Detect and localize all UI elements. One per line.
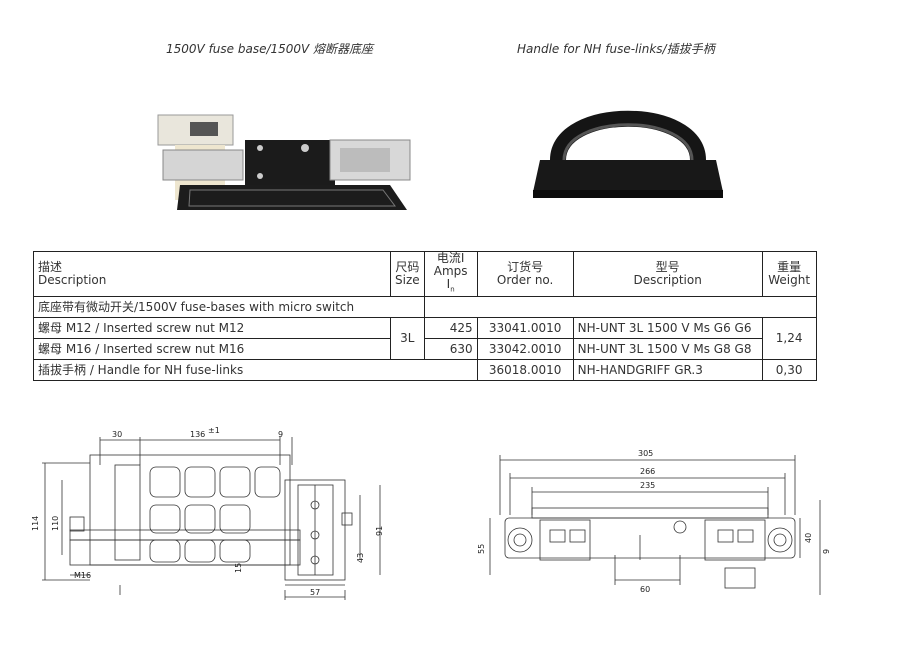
header-amps-en: Amps In [429, 265, 473, 296]
handle-type: NH-HANDGRIFF GR.3 [572, 359, 763, 382]
header-order: 订货号 Order no. [476, 250, 574, 298]
dim-m16: M16 [74, 571, 91, 580]
dim-30: 30 [112, 430, 122, 439]
dim-305: 305 [638, 449, 653, 458]
header-weight-en: Weight [768, 273, 811, 288]
row-type: NH-UNT 3L 1500 V Ms G6 G6 [572, 317, 763, 340]
handle-desc: 插拔手柄 / Handle for NH fuse-links [33, 359, 478, 382]
handle-weight: 0,30 [761, 359, 817, 382]
fuse-base-photo [157, 114, 411, 210]
dim-91: 91 [375, 526, 384, 536]
row-desc: 螺母 M16 / Inserted screw nut M16 [33, 338, 391, 361]
dim-tol: ±1 [208, 426, 220, 435]
header-order-en: Order no. [496, 273, 554, 288]
header-size-cn: 尺码 [395, 260, 420, 275]
section-empty [423, 296, 817, 319]
table-header-row: 描述 Description 尺码 Size 电流I Amps In 订货号 O… [33, 250, 817, 298]
dim-40: 40 [804, 533, 813, 543]
handle-drawing: 305 266 235 55 60 40 9 [477, 449, 831, 595]
table-row-handle: 插拔手柄 / Handle for NH fuse-links 36018.00… [33, 359, 817, 382]
table-row: 螺母 M12 / Inserted screw nut M12 3L 425 3… [33, 317, 817, 361]
header-amps-en-text: Amps I [433, 264, 468, 291]
header-type-en: Description [633, 273, 702, 288]
dim-235: 235 [640, 481, 655, 490]
dim-55: 55 [477, 544, 486, 554]
size-cell: 3L [390, 317, 425, 361]
fuse-base-drawing: 30 136 ±1 9 114 110 M16 15 43 91 57 [31, 426, 384, 600]
handle-photo [533, 110, 723, 198]
dim-9-right: 9 [822, 549, 831, 554]
header-order-cn: 订货号 [507, 260, 544, 275]
handle-order: 36018.0010 [476, 359, 574, 382]
row-type: NH-UNT 3L 1500 V Ms G8 G8 [572, 338, 763, 361]
table-row: 螺母 M16 / Inserted screw nut M16 630 3304… [33, 338, 817, 361]
row-desc: 螺母 M12 / Inserted screw nut M12 [33, 317, 391, 340]
dim-266: 266 [640, 467, 655, 476]
dim-57: 57 [310, 588, 320, 597]
row-order: 33041.0010 [476, 317, 574, 340]
dim-60: 60 [640, 585, 650, 594]
caption-handle: Handle for NH fuse-links/插拔手柄 [517, 42, 715, 56]
weight-shared: 1,24 [761, 317, 817, 361]
dim-136: 136 [190, 430, 205, 439]
header-amps: 电流I Amps In [423, 250, 478, 298]
header-size-en: Size [395, 273, 420, 288]
header-weight-cn: 重量 [777, 260, 802, 275]
dim-9: 9 [278, 430, 283, 439]
dim-15: 15 [234, 563, 243, 573]
header-type: 型号 Description [572, 250, 763, 298]
header-desc-en: Description [38, 273, 107, 288]
header-weight: 重量 Weight [761, 250, 817, 298]
caption-fuse-base: 1500V fuse base/1500V 熔断器底座 [166, 42, 374, 56]
header-amps-sub: n [450, 285, 455, 294]
section-label: 底座带有微动开关/1500V fuse-bases with micro swi… [33, 296, 425, 319]
spec-table: 描述 Description 尺码 Size 电流I Amps In 订货号 O… [33, 250, 817, 382]
dim-110: 110 [51, 516, 60, 531]
table-section-row: 底座带有微动开关/1500V fuse-bases with micro swi… [33, 296, 817, 319]
header-type-cn: 型号 [655, 260, 680, 275]
header-size: 尺码 Size [390, 250, 425, 298]
dim-43: 43 [356, 553, 365, 563]
row-amps: 630 [423, 338, 478, 361]
dim-114: 114 [31, 516, 40, 531]
row-order: 33042.0010 [476, 338, 574, 361]
header-description: 描述 Description [33, 250, 391, 298]
header-amps-cn: 电流I [436, 251, 465, 265]
row-amps: 425 [423, 317, 478, 340]
header-desc-cn: 描述 [38, 260, 63, 275]
